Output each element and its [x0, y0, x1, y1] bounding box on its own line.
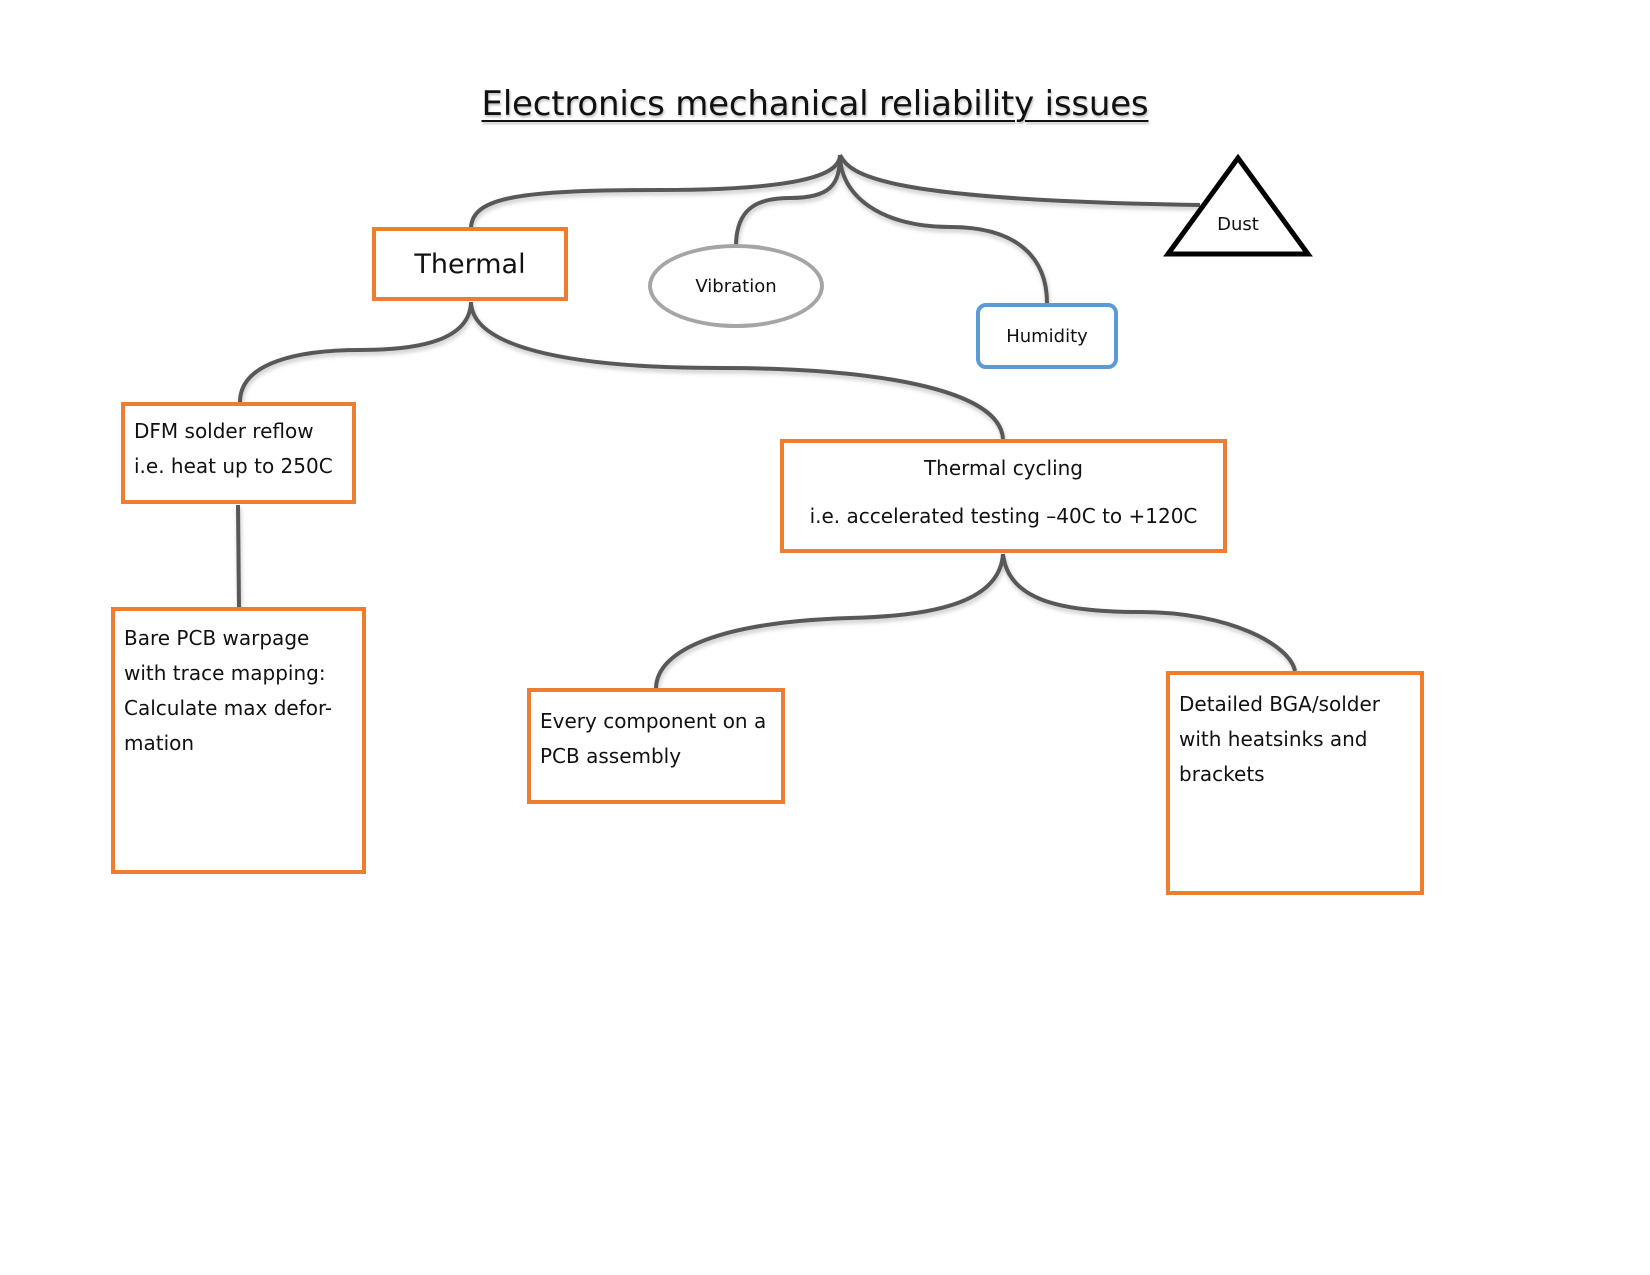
connector-thermal-cycling — [469, 301, 1005, 440]
connector-root-thermal — [469, 154, 842, 229]
node-bga-line-2: with heatsinks and — [1179, 727, 1368, 751]
connector-cycling-bga — [1001, 553, 1297, 672]
node-humidity-label: Humidity — [1006, 325, 1088, 347]
node-pcb-warpage: Bare PCB warpage with trace mapping: Cal… — [111, 607, 366, 874]
connector-root-dust — [838, 154, 1201, 207]
node-humidity: Humidity — [976, 303, 1118, 369]
node-dfm-line-1: DFM solder reflow — [134, 419, 314, 443]
node-thermal: Thermal — [372, 227, 568, 301]
node-cycling-line-2: i.e. accelerated testing –40C to +120C — [809, 504, 1198, 528]
node-warpage-line-4: mation — [124, 731, 195, 755]
node-dfm-line-2: i.e. heat up to 250C — [134, 454, 333, 478]
connector-dfm-warpage — [236, 504, 241, 608]
node-bga-line-1: Detailed BGA/solder — [1179, 692, 1380, 716]
node-thermal-cycling: Thermal cycling i.e. accelerated testing… — [780, 439, 1227, 553]
node-cycling-line-1: Thermal cycling — [923, 456, 1084, 480]
connector-root-vibration — [734, 154, 842, 245]
diagram-title: Electronics mechanical reliability issue… — [481, 84, 1149, 124]
connector-thermal-dfm — [238, 301, 473, 403]
connector-root-humidity — [838, 154, 1049, 304]
node-component-line-1: Every component on a — [540, 709, 767, 733]
node-every-component: Every component on a PCB assembly — [527, 688, 785, 804]
dust-triangle — [1163, 153, 1313, 257]
node-warpage-line-1: Bare PCB warpage — [124, 626, 310, 650]
node-vibration: Vibration — [648, 244, 824, 328]
node-dfm-solder-reflow: DFM solder reflow i.e. heat up to 250C — [121, 402, 356, 504]
node-component-line-2: PCB assembly — [540, 744, 682, 768]
node-thermal-label: Thermal — [414, 248, 526, 280]
node-bga-line-3: brackets — [1179, 762, 1265, 786]
node-warpage-line-2: with trace mapping: — [124, 661, 326, 685]
node-detailed-bga: Detailed BGA/solder with heatsinks and b… — [1166, 671, 1424, 895]
node-dust-label: Dust — [1217, 214, 1259, 235]
connector-cycling-component — [654, 553, 1005, 689]
node-vibration-label: Vibration — [695, 275, 777, 297]
node-warpage-line-3: Calculate max defor- — [124, 696, 333, 720]
